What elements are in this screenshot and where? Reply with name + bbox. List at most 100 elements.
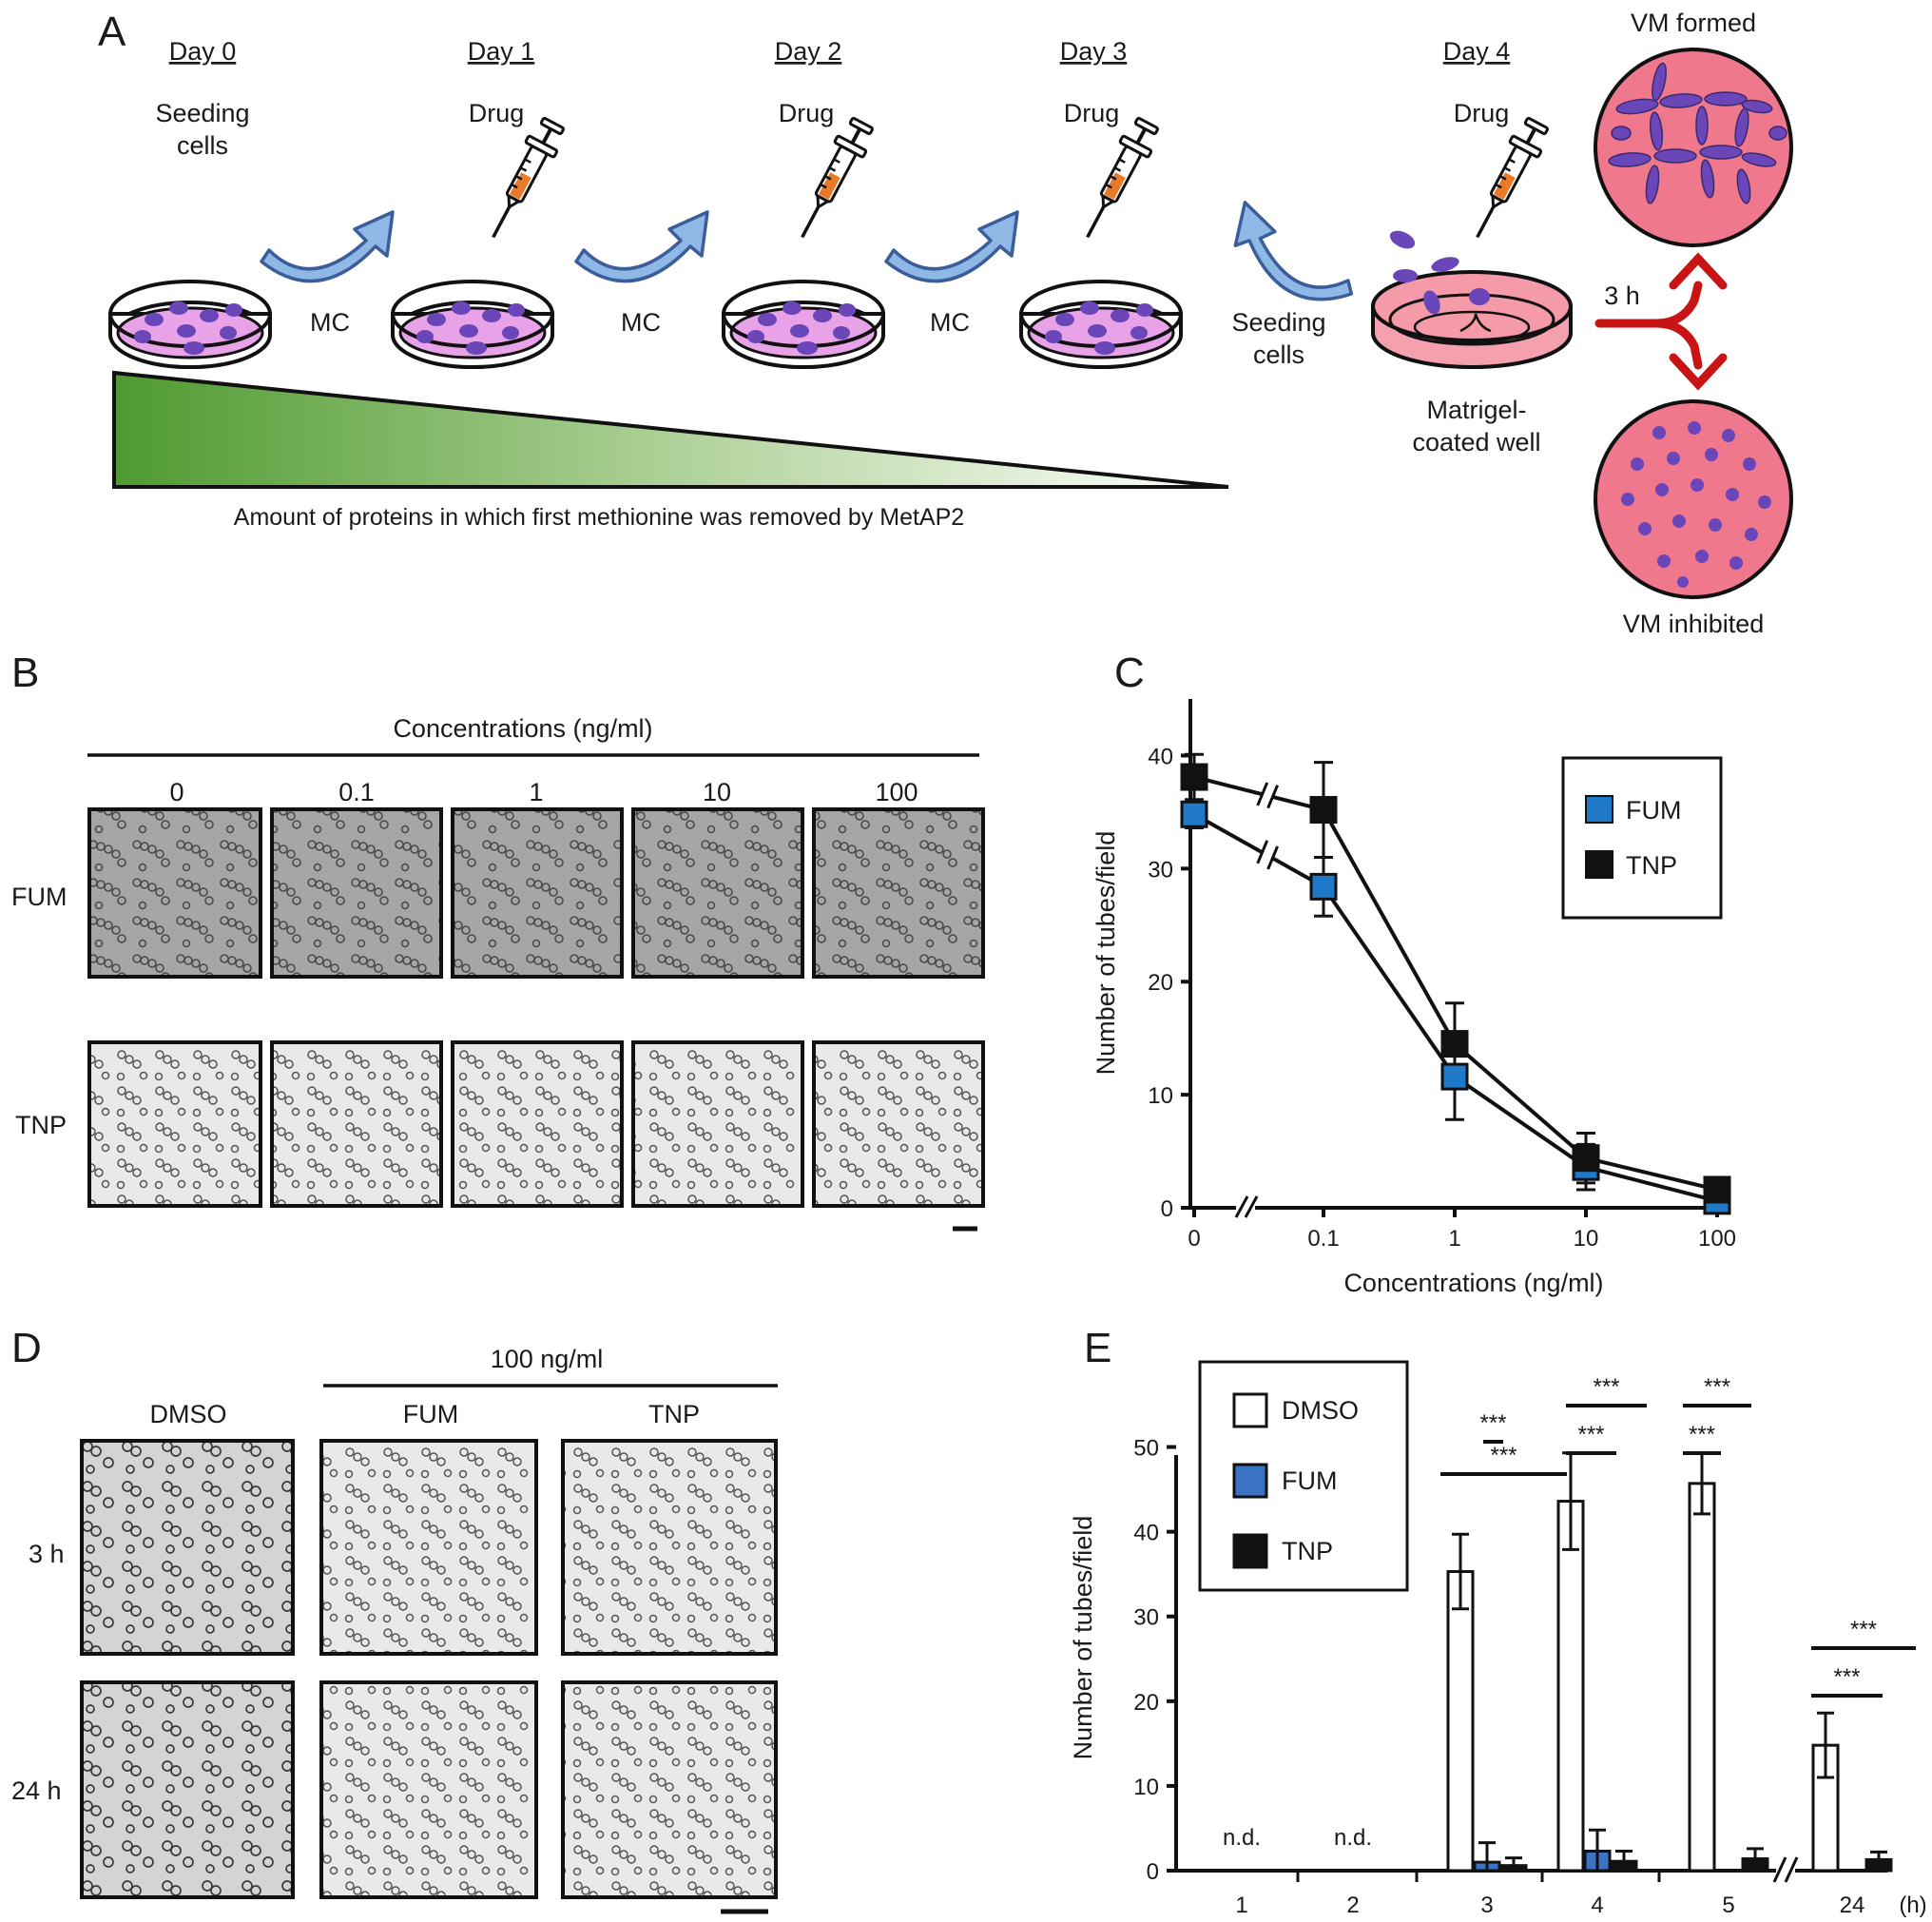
significance-stars: *** xyxy=(1479,1410,1506,1436)
panel-d-row-3h: 3 h xyxy=(29,1540,65,1568)
panel-b-label: B xyxy=(11,650,39,696)
bar-dmso xyxy=(1446,1570,1475,1873)
day-3-drug: Drug xyxy=(1064,99,1120,127)
x-tick-label: 5 xyxy=(1722,1893,1734,1918)
panel-b-col-2: 1 xyxy=(529,778,543,806)
gradient-caption: Amount of proteins in which first methio… xyxy=(234,504,964,531)
micrograph-image xyxy=(631,807,804,979)
micrograph-image xyxy=(87,807,262,979)
significance-stars: *** xyxy=(1577,1422,1604,1447)
y-tick-label: 0 xyxy=(1147,1859,1159,1885)
mc-label-2: MC xyxy=(621,308,661,337)
day-0-line1: Seeding xyxy=(155,99,249,127)
panel-d-col-tnp: TNP xyxy=(648,1400,700,1428)
micrograph-image xyxy=(87,1040,262,1208)
x-tick-label: 2 xyxy=(1346,1893,1359,1918)
legend-box xyxy=(1561,756,1723,920)
vm-formed-label: VM formed xyxy=(1631,9,1756,37)
culture-dish-icon xyxy=(391,280,554,369)
series-line-tnp xyxy=(1585,1155,1718,1192)
y-tick-label: 0 xyxy=(1161,1196,1173,1222)
day-2-label: Day 2 xyxy=(775,37,842,66)
curved-arrow-down-icon xyxy=(1219,201,1370,315)
legend-label-fum: FUM xyxy=(1626,796,1681,825)
data-point-tnp xyxy=(1440,1030,1469,1058)
axis-break-icon xyxy=(1266,845,1279,870)
y-axis-label: Number of tubes/field xyxy=(1092,831,1120,1076)
axis-break-icon xyxy=(1772,1856,1787,1883)
micrograph-image xyxy=(451,807,624,979)
legend-label-fum: FUM xyxy=(1282,1466,1337,1495)
x-tick-label: 1 xyxy=(1448,1226,1460,1252)
bar-dmso xyxy=(1688,1482,1716,1873)
panel-d-col-dmso: DMSO xyxy=(150,1400,227,1428)
y-tick-label: 30 xyxy=(1133,1605,1159,1631)
micrograph-image xyxy=(270,1040,443,1208)
culture-dish-icon xyxy=(1019,280,1183,369)
panel-b-col-3: 10 xyxy=(703,778,731,806)
x-tick-label: 0 xyxy=(1188,1226,1200,1252)
day-1-drug: Drug xyxy=(469,99,525,127)
axis-break-icon xyxy=(1244,1195,1259,1218)
series-line-fum xyxy=(1453,1075,1588,1169)
nd-label: n.d. xyxy=(1223,1825,1261,1851)
axis-break-icon xyxy=(1256,840,1269,864)
panel-d-col-fum: FUM xyxy=(403,1400,458,1428)
legend-label-dmso: DMSO xyxy=(1282,1396,1359,1425)
micrograph-image xyxy=(270,807,443,979)
panel-d-label: D xyxy=(11,1325,42,1371)
y-axis-label: Number of tubes/field xyxy=(1069,1516,1097,1760)
panel-c-label: C xyxy=(1114,650,1145,696)
day-2-drug: Drug xyxy=(779,99,835,127)
axis-break-icon xyxy=(1784,1856,1799,1883)
micrograph-image xyxy=(319,1680,538,1899)
micrograph-image xyxy=(561,1680,778,1899)
mc-label-3: MC xyxy=(930,308,970,337)
axis-break-icon xyxy=(1256,782,1269,806)
panel-e-label: E xyxy=(1084,1325,1111,1371)
day-4-drug: Drug xyxy=(1454,99,1510,127)
x-tick-label: 3 xyxy=(1480,1893,1493,1918)
significance-stars: *** xyxy=(1490,1443,1517,1468)
y-tick-label: 10 xyxy=(1133,1775,1159,1800)
bar-dmso xyxy=(1556,1500,1585,1873)
legend-swatch-fum xyxy=(1585,795,1613,824)
y-tick-label: 30 xyxy=(1148,857,1173,883)
y-tick-label: 50 xyxy=(1133,1436,1159,1462)
red-branch-arrow-icon xyxy=(1594,252,1728,391)
panel-b-micrographs xyxy=(87,807,985,1208)
micrograph-image xyxy=(451,1040,624,1208)
micrograph-image xyxy=(812,1040,985,1208)
curved-arrow-icon xyxy=(260,210,395,283)
panel-d-row-24h: 24 h xyxy=(11,1776,62,1805)
micrograph-image xyxy=(631,1040,804,1208)
x-tick-label: 10 xyxy=(1574,1226,1599,1252)
syringe-icon xyxy=(479,115,569,244)
x-tick-label: 0.1 xyxy=(1307,1226,1339,1252)
legend-label-tnp: TNP xyxy=(1282,1537,1333,1565)
data-point-fum xyxy=(1180,800,1208,828)
y-tick-label: 40 xyxy=(1133,1521,1159,1546)
time-3h-label: 3 h xyxy=(1604,282,1640,310)
vm-inhibited-label: VM inhibited xyxy=(1623,610,1765,638)
x-unit-label: (h) xyxy=(1899,1893,1926,1918)
culture-dish-icon xyxy=(722,280,885,369)
data-point-fum xyxy=(1440,1062,1469,1091)
panel-b-col-4: 100 xyxy=(875,778,918,806)
series-line-tnp xyxy=(1453,1042,1588,1160)
data-point-tnp xyxy=(1180,763,1208,791)
x-tick-label: 24 xyxy=(1840,1893,1865,1918)
vm-inhibited-disc-icon xyxy=(1594,399,1793,599)
significance-stars: *** xyxy=(1704,1374,1730,1400)
significance-stars: *** xyxy=(1833,1664,1860,1690)
seeding-cells-line1: Seeding xyxy=(1231,308,1325,337)
day-0-line2: cells xyxy=(177,131,228,160)
legend-swatch-tnp xyxy=(1585,850,1613,879)
day-1-label: Day 1 xyxy=(468,37,535,66)
panel-b: B Concentrations (ng/ml) 0 0.1 1 10 100 … xyxy=(11,650,985,1232)
x-tick-label: 4 xyxy=(1591,1893,1603,1918)
